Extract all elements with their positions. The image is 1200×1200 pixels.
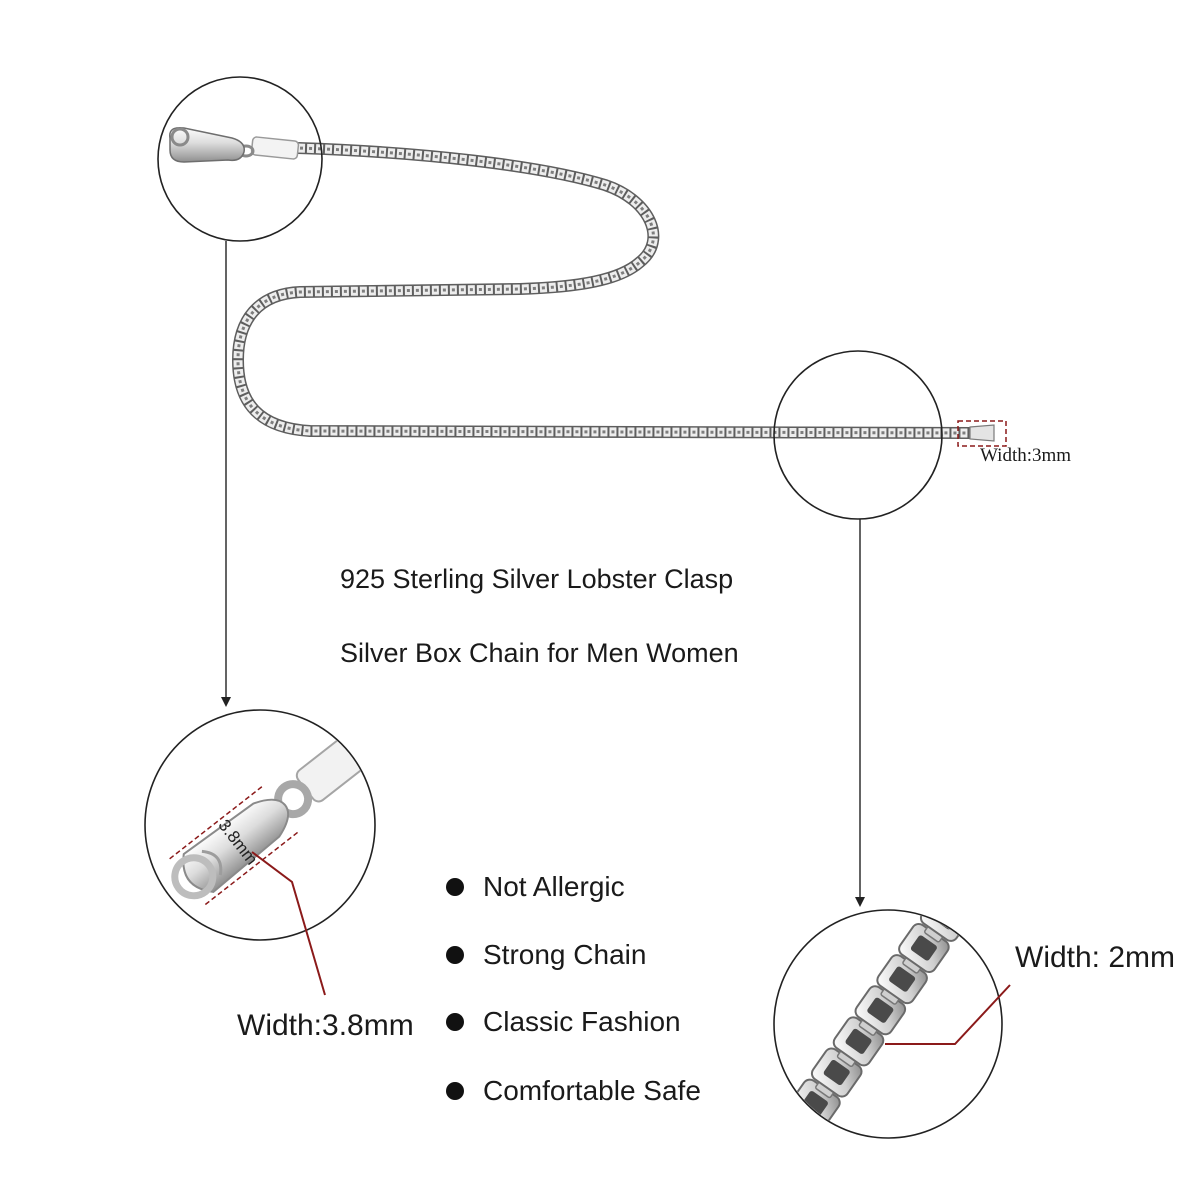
end-cap: [969, 424, 995, 442]
clasp-zoom: 3.8mm: [169, 711, 374, 906]
clasp-ring-small: [170, 127, 190, 147]
link-slot: [845, 1028, 872, 1054]
chain-link: [898, 922, 950, 974]
chain-width-marker: [957, 420, 1007, 447]
link-joint: [968, 861, 989, 880]
link-slot: [910, 935, 937, 961]
feature-item: Comfortable Safe: [446, 1074, 701, 1108]
measure-line-bottom: [204, 830, 301, 906]
bullet-dot-icon: [446, 946, 464, 964]
link-slot: [867, 997, 894, 1023]
chain-width-label: Width:3mm: [980, 445, 1072, 466]
link-joint: [793, 1109, 815, 1130]
link-width-leader: [885, 984, 1011, 1045]
clasp-stamp-plate-small: [250, 136, 300, 160]
bullet-dot-icon: [446, 1082, 464, 1100]
bullet-dot-icon: [446, 1013, 464, 1031]
link-zoom-circle: [773, 909, 1003, 1139]
link-slot: [780, 1122, 807, 1137]
chain-link: [876, 954, 928, 1005]
link-slot: [823, 1060, 850, 1086]
chain-link: [940, 854, 998, 912]
chain-detail-circle: [773, 350, 943, 520]
product-title-line-1: 925 Sterling Silver Lobster Clasp: [340, 564, 734, 594]
product-title-line-2: Silver Box Chain for Men Women: [340, 638, 739, 668]
feature-label: Classic Fashion: [483, 1006, 681, 1037]
link-row: [775, 854, 998, 1137]
bullet-dot-icon: [446, 878, 464, 896]
arrow-down-icon: [855, 897, 865, 907]
clasp-width-leader: [251, 851, 326, 996]
chain-link: [854, 985, 907, 1036]
feature-label: Comfortable Safe: [483, 1075, 701, 1106]
clasp-gate: [201, 849, 223, 876]
link-slot: [953, 872, 981, 899]
clasp-detail-circle: [157, 76, 323, 242]
clasp-zoom-circle: [144, 709, 376, 941]
link-slot: [889, 966, 916, 992]
chain-end-cap: [957, 420, 1007, 447]
measure-line-top: [169, 784, 265, 860]
link-zoom: [775, 854, 998, 1137]
feature-item: Not Allergic: [446, 870, 625, 904]
feature-label: Strong Chain: [483, 939, 647, 970]
feature-label: Not Allergic: [483, 871, 625, 902]
arrow-down-icon: [221, 697, 231, 707]
link-box: [775, 1109, 819, 1137]
clasp-ring: [171, 854, 217, 900]
clasp-width-label: Width:3.8mm: [237, 1009, 414, 1042]
feature-item: Strong Chain: [446, 938, 646, 972]
link-width-label: Width: 2mm: [1015, 941, 1176, 974]
link-box: [940, 859, 995, 913]
lobster-clasp-small: [169, 126, 300, 163]
feature-item: Classic Fashion: [446, 1005, 681, 1039]
chain-link: [832, 1016, 885, 1067]
box-chain: [238, 148, 972, 433]
link-joint: [945, 911, 967, 912]
